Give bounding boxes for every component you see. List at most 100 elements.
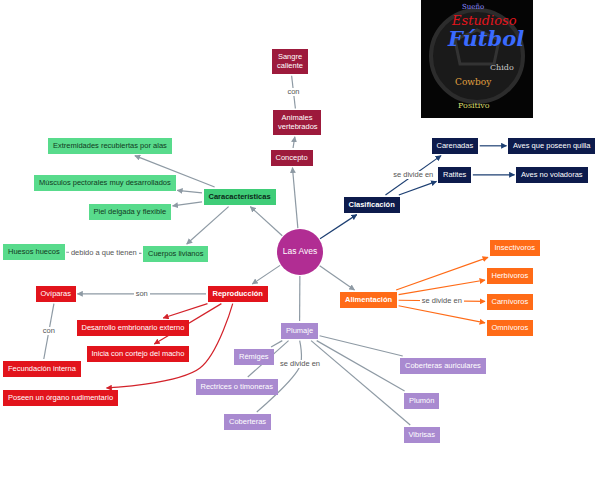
node-text: Insectívoros <box>495 244 535 253</box>
node-text: Herbívoros <box>492 272 529 281</box>
node-text: Poseen un órgano rudimentario <box>8 394 113 403</box>
concept-box: Animales vertebrados <box>273 110 321 135</box>
edge-label: debido a que tienen <box>69 249 139 257</box>
node-text: Huesos huecos <box>8 248 60 257</box>
node-text: Cuerpos livianos <box>148 250 203 259</box>
node-text: Fecundación interna <box>8 365 76 374</box>
connector <box>480 145 507 146</box>
node-text: Extremidades recubiertas por alas <box>53 142 167 151</box>
connector <box>385 156 441 195</box>
reproduction-box: Inicia con cortejo del macho <box>87 346 190 363</box>
node-text: Plumón <box>409 397 434 406</box>
connector <box>271 341 282 347</box>
connector <box>177 190 202 193</box>
node-text: Rémiges <box>239 353 269 362</box>
feature-box: Piel delgada y flexible <box>89 204 172 221</box>
class-box: Aves no voladoras <box>516 167 588 184</box>
diet-box: Omnívoros <box>487 320 534 337</box>
feather-box: Coberteras <box>224 414 271 431</box>
node-text: Coberteras auriculares <box>405 362 481 371</box>
node-text: Animales vertebrados <box>278 114 316 131</box>
edge-label: son <box>134 290 150 298</box>
connector <box>399 280 485 295</box>
node-text: Concepto <box>276 154 308 163</box>
connector <box>399 306 485 323</box>
word-cloud-word: Fútbol <box>448 28 524 49</box>
feather-box: Plumón <box>404 393 439 410</box>
connector <box>252 265 280 284</box>
edge-label: con <box>41 327 57 335</box>
feature-box: Cuerpos livianos <box>143 246 208 263</box>
node-text: Clasificación <box>349 201 395 210</box>
connector <box>292 168 297 228</box>
node-text: Carnívoros <box>492 298 529 307</box>
connector <box>320 266 355 290</box>
word-cloud-picture <box>421 0 533 118</box>
word-cloud-word: Positivo <box>458 102 490 110</box>
reproduction-box: Fecundación interna <box>3 361 81 378</box>
node-text: Músculos pectorales muy desarrollados <box>39 179 171 188</box>
reproduction-box: Ovíparas <box>36 286 76 303</box>
node-text: Inicia con cortejo del macho <box>92 350 185 359</box>
branch-box: Concepto <box>271 150 313 167</box>
node-text: Aves no voladoras <box>521 171 583 180</box>
connector <box>250 207 282 236</box>
feather-box: Rectrices o timoneras <box>196 379 279 396</box>
branch-box: Alimentación <box>340 292 397 309</box>
feature-box: Extremidades recubiertas por alas <box>48 138 172 155</box>
connector <box>396 257 488 290</box>
connector <box>187 207 229 244</box>
connector <box>320 215 357 239</box>
word-cloud-word: Chido <box>490 64 514 72</box>
branch-box: Reproducción <box>208 286 268 303</box>
diet-box: Carnívoros <box>487 294 534 311</box>
connector <box>320 336 403 356</box>
node-text: Caracacterísticas <box>209 193 271 202</box>
node-text: Coberteras <box>229 418 266 427</box>
node-text: Las Aves <box>283 247 317 257</box>
feather-box: Vibrisas <box>404 427 441 444</box>
class-box: Ratites <box>438 167 471 184</box>
node-text: Aves que poseen quilla <box>513 142 590 151</box>
node-text: Alimentación <box>345 296 392 305</box>
word-cloud-word: Cowboy <box>455 78 491 87</box>
node-text: Reproducción <box>213 290 263 299</box>
node-text: Ovíparas <box>41 290 71 299</box>
word-cloud-word: Estudioso <box>452 14 517 27</box>
connector <box>299 276 300 321</box>
feature-box: Músculos pectorales muy desarrollados <box>34 175 176 192</box>
concept-box: Sangre caliente <box>272 49 308 74</box>
feature-box: Huesos huecos <box>3 244 65 261</box>
edge-label: se divide en <box>278 360 322 368</box>
diet-box: Herbívoros <box>487 268 534 285</box>
node-text: Rectrices o timoneras <box>201 383 274 392</box>
node-text: Carenadas <box>437 142 474 151</box>
node-text: Sangre caliente <box>277 53 303 70</box>
class-box: Carenadas <box>432 138 479 155</box>
picture-ground <box>421 0 533 118</box>
feather-box: Coberteras auriculares <box>400 358 486 375</box>
connector <box>311 341 410 425</box>
node-text: Vibrisas <box>409 431 436 440</box>
central-circle: Las Aves <box>277 229 323 275</box>
branch-box: Clasificación <box>344 197 400 214</box>
node-text: Omnívoros <box>492 324 529 333</box>
edge-label: se divide en <box>420 297 464 305</box>
node-text: Piel delgada y flexible <box>94 208 167 217</box>
connector <box>473 174 515 175</box>
class-box: Aves que poseen quilla <box>508 138 595 155</box>
connector <box>293 137 295 148</box>
connector <box>173 202 202 206</box>
branch-box: Caracacterísticas <box>204 189 276 206</box>
connector <box>399 181 437 195</box>
node-text: Desarrollo embrionario externo <box>82 324 185 333</box>
node-text: Ratites <box>443 171 466 180</box>
reproduction-box: Desarrollo embrionario externo <box>77 320 190 337</box>
diet-box: Insectívoros <box>490 240 540 257</box>
node-text: Plumaje <box>286 327 313 336</box>
ball-shape <box>431 10 523 102</box>
edge-label: se divide en <box>391 171 435 179</box>
branch-box: Plumaje <box>281 323 318 340</box>
reproduction-box: Poseen un órgano rudimentario <box>3 390 118 407</box>
